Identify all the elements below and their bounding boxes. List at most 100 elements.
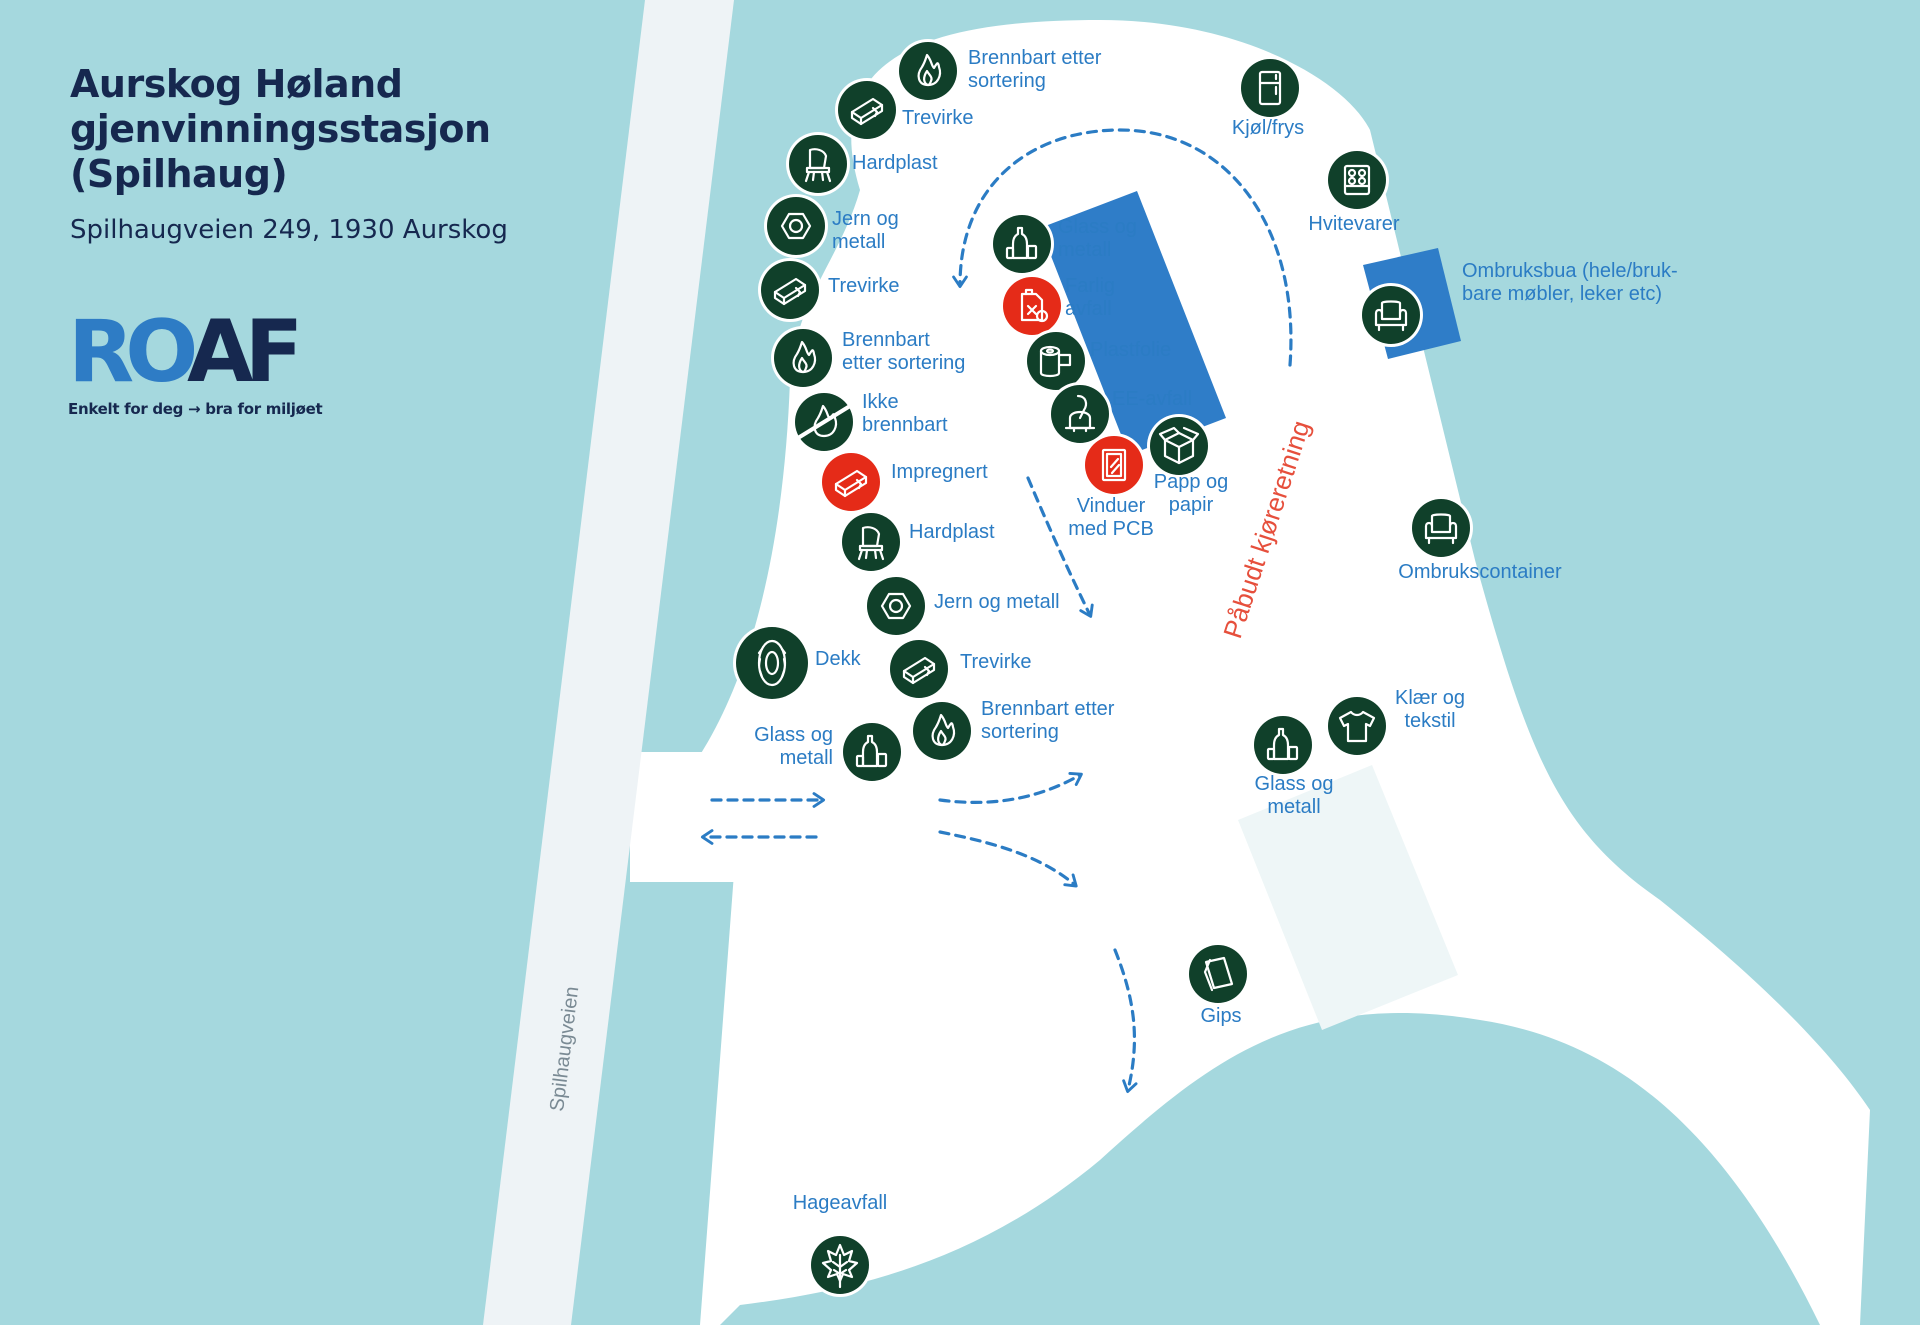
- station-marker: [822, 453, 880, 511]
- station-marker: [843, 723, 901, 781]
- station-label-line: Hageavfall: [793, 1192, 888, 1214]
- station-tire: Dekk: [733, 624, 862, 702]
- station-label-line: Dekk: [815, 648, 862, 670]
- armchair-icon: [1424, 513, 1458, 545]
- inactive-area: [1238, 765, 1458, 1030]
- station-label-line: avfall: [1065, 298, 1112, 320]
- armchair-icon: [1374, 300, 1408, 332]
- station-label: Hardplast: [909, 521, 995, 543]
- central-building: [1040, 191, 1226, 455]
- station-label-line: Vinduer: [1077, 495, 1146, 517]
- plasterboard-icon: [1203, 956, 1234, 992]
- station-label-line: metall: [1267, 796, 1320, 818]
- page-header: Aurskog Høland gjenvinningsstasjon (Spil…: [70, 62, 508, 245]
- station-film-roll: Plastfolie: [1024, 329, 1171, 393]
- logo-wordmark: ROAF: [68, 309, 322, 395]
- station-marker: [767, 197, 825, 255]
- station-label-line: Hvitevarer: [1308, 213, 1399, 235]
- station-plastic-chair: Hardplast: [786, 132, 938, 196]
- station-leaf: Hageavfall: [793, 1192, 888, 1297]
- page-title: Aurskog Høland gjenvinningsstasjon (Spil…: [70, 62, 508, 197]
- station-marker: [761, 261, 819, 319]
- station-stove: Hvitevarer: [1308, 148, 1400, 235]
- station-label-line: Brennbart etter: [968, 47, 1102, 69]
- station-plasterboard: Gips: [1186, 942, 1250, 1027]
- flame-icon: [931, 713, 956, 747]
- bottle-can-icon: [1266, 727, 1299, 761]
- station-marker: [1362, 286, 1420, 344]
- arrow-bottom: [1113, 948, 1138, 1093]
- station-armchair: Ombrukscontainer: [1398, 496, 1562, 583]
- hazard-canister-icon: [1020, 288, 1049, 323]
- stove-icon: [1343, 164, 1371, 196]
- station-label: Hageavfall: [793, 1192, 888, 1214]
- station-label-line: sortering: [981, 721, 1059, 743]
- no-flame-icon: [796, 404, 852, 440]
- station-label-line: Papp og: [1154, 471, 1229, 493]
- station-label-line: papir: [1169, 494, 1214, 516]
- station-marker: [1027, 332, 1085, 390]
- station-label-line: metall: [1058, 239, 1111, 261]
- station-fridge: Kjøl/frys: [1232, 56, 1304, 139]
- title-line: Aurskog Høland: [70, 62, 403, 106]
- station-label-line: sortering: [968, 70, 1046, 92]
- hex-nut-icon: [880, 592, 912, 620]
- station-label-line: etter sortering: [842, 352, 965, 374]
- station-label-line: Trevirke: [960, 651, 1031, 673]
- station-label: Ombruksbua (hele/bruk-bare møbler, leker…: [1462, 260, 1678, 305]
- station-marker: [1051, 385, 1109, 443]
- station-label-line: Hardplast: [909, 521, 995, 543]
- station-label: Jern og metall: [934, 591, 1060, 613]
- station-label-line: Trevirke: [828, 275, 899, 297]
- station-label-line: Hardplast: [852, 152, 938, 174]
- station-vacuum-cleaner: EE-avfall: [1048, 382, 1192, 446]
- station-label-line: Ikke: [862, 391, 899, 413]
- bottle-can-icon: [1005, 226, 1038, 260]
- station-label-line: Plastfolie: [1090, 339, 1171, 361]
- station-label-line: EE-avfall: [1112, 388, 1192, 410]
- station-label-line: Ombruksbua (hele/bruk-: [1462, 260, 1678, 282]
- station-wood-plank: Trevirke: [758, 258, 899, 322]
- address: Spilhaugveien 249, 1930 Aurskog: [70, 215, 508, 245]
- station-label-line: Impregnert: [891, 461, 988, 483]
- hex-nut-icon: [780, 212, 812, 240]
- station-marker: [736, 627, 808, 699]
- station-marker: [890, 640, 948, 698]
- station-wood-plank: Trevirke: [835, 78, 973, 142]
- station-label: Ombrukscontainer: [1398, 561, 1562, 583]
- station-wood-plank: Impregnert: [819, 450, 988, 514]
- station-plastic-chair: Hardplast: [839, 510, 995, 574]
- public-road: [483, 0, 734, 1325]
- station-marker: [1328, 697, 1386, 755]
- station-marker: [1189, 945, 1247, 1003]
- station-label: Dekk: [815, 648, 862, 670]
- station-label: Gips: [1200, 1005, 1241, 1027]
- logo-part-af: AF: [187, 302, 303, 402]
- station-label-line: tekstil: [1404, 710, 1455, 732]
- station-label-line: Brennbart: [842, 329, 930, 351]
- flame-icon: [917, 53, 942, 87]
- station-label-line: Klær og: [1395, 687, 1465, 709]
- window-icon: [1101, 448, 1127, 482]
- logo-part-ro: RO: [68, 302, 196, 402]
- cardboard-box-icon: [1158, 426, 1200, 465]
- wood-plank-icon: [902, 656, 936, 685]
- station-label: Hardplast: [852, 152, 938, 174]
- station-label-line: bare møbler, leker etc): [1462, 283, 1662, 305]
- station-label-line: med PCB: [1068, 518, 1154, 540]
- film-roll-icon: [1039, 345, 1072, 378]
- station-marker: [1241, 59, 1299, 117]
- station-label-line: Glass og: [754, 724, 833, 746]
- station-armchair: Ombruksbua (hele/bruk-bare møbler, leker…: [1359, 260, 1678, 347]
- station-label-line: Gips: [1200, 1005, 1241, 1027]
